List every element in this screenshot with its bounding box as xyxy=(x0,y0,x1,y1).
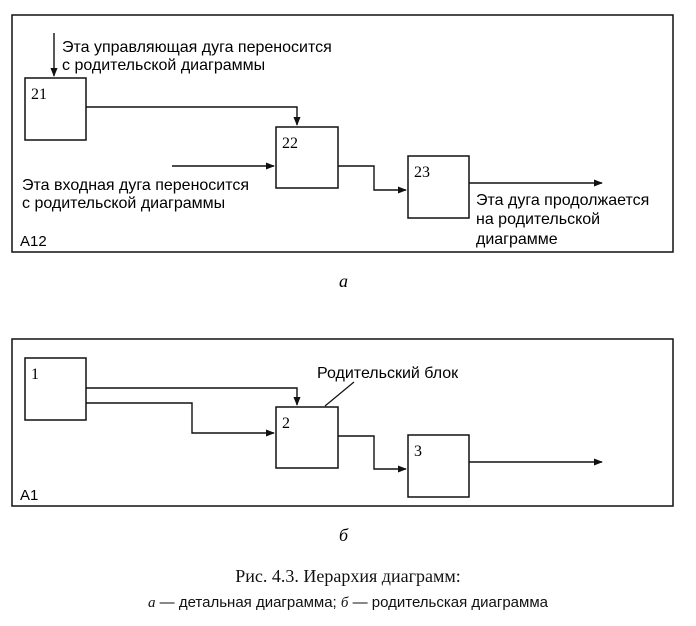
block-23-label: 23 xyxy=(414,164,430,181)
note-input-line1: Эта входная дуга переносится xyxy=(22,177,249,194)
sublabel-b: б xyxy=(339,525,349,545)
frame-label-a12: A12 xyxy=(20,233,47,250)
caption-letter-b: б xyxy=(340,595,349,611)
note-control-line1: Эта управляющая дуга переносится xyxy=(62,39,332,56)
caption-text-b: — родительская диаграмма xyxy=(348,594,548,611)
caption-text-a: — детальная диаграмма; xyxy=(155,594,341,611)
note-output-line2: на родительской xyxy=(476,211,600,228)
arc-21-to-22 xyxy=(86,106,301,126)
block-3 xyxy=(407,434,470,498)
block-22-label: 22 xyxy=(282,135,298,152)
note-control-line2: с родительской диаграммы xyxy=(62,57,265,74)
figure-caption-title: Рис. 4.3. Иерархия диаграмм: xyxy=(235,566,461,586)
block-23 xyxy=(407,155,470,219)
note-input-line2: с родительской диаграммы xyxy=(22,195,225,212)
figure-caption-subtitle: а — детальная диаграмма; б — родительска… xyxy=(0,594,696,612)
block-2 xyxy=(275,406,339,469)
diagram-b-frame xyxy=(11,338,674,507)
arc-1-to-2-input xyxy=(86,402,275,437)
block-3-label: 3 xyxy=(414,443,422,460)
note-output-line1: Эта дуга продолжается xyxy=(476,192,649,209)
frame-label-a1: A1 xyxy=(20,487,38,504)
arc-2-to-3 xyxy=(338,435,407,473)
block-1-label: 1 xyxy=(31,366,39,383)
block-21-label: 21 xyxy=(31,86,47,103)
caption-letter-a: а xyxy=(148,595,156,611)
diagram-a-frame xyxy=(11,14,674,253)
block-21 xyxy=(24,77,87,141)
hierarchy-figure: Эта управляющая дуга переносится с родит… xyxy=(11,14,674,545)
arc-1-to-2-control xyxy=(86,387,301,406)
note-parent-block: Родительский блок xyxy=(317,365,459,382)
sublabel-a: а xyxy=(339,271,348,291)
block-2-label: 2 xyxy=(282,415,290,432)
parent-block-leader xyxy=(324,381,355,407)
block-1 xyxy=(24,357,87,421)
note-output-line3: диаграмме xyxy=(476,231,558,248)
arc-22-to-23 xyxy=(338,165,407,194)
block-22 xyxy=(275,126,339,189)
